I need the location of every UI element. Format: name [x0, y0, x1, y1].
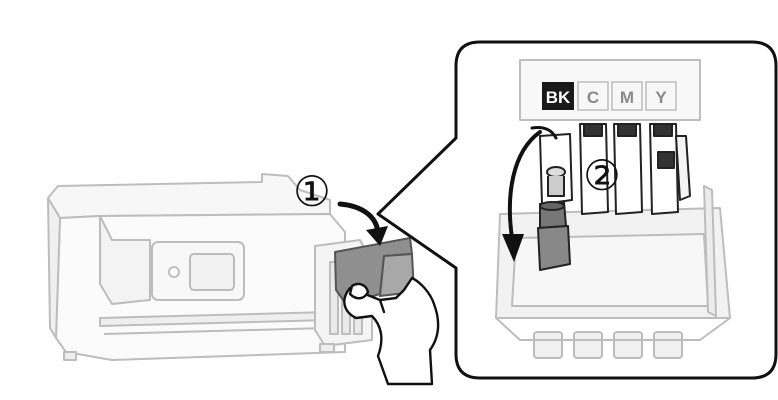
ink-label-c: C	[587, 88, 599, 107]
step-2-number: ②	[583, 151, 621, 200]
ink-color-labels: BK C M Y	[542, 81, 677, 111]
ink-label-bk-bg	[542, 82, 574, 110]
step-1-arrow-icon	[337, 201, 388, 246]
hand-illustration	[343, 276, 440, 386]
ink-cap-illustration	[537, 201, 571, 271]
step-1-number: ①	[293, 167, 331, 216]
ink-inlets	[539, 123, 691, 215]
ink-label-y: Y	[655, 88, 667, 107]
ink-label-bk: BK	[546, 88, 571, 107]
ink-label-m: M	[620, 88, 634, 107]
tank-cover-illustration	[334, 237, 416, 305]
step-2-arrow-icon	[502, 126, 558, 262]
